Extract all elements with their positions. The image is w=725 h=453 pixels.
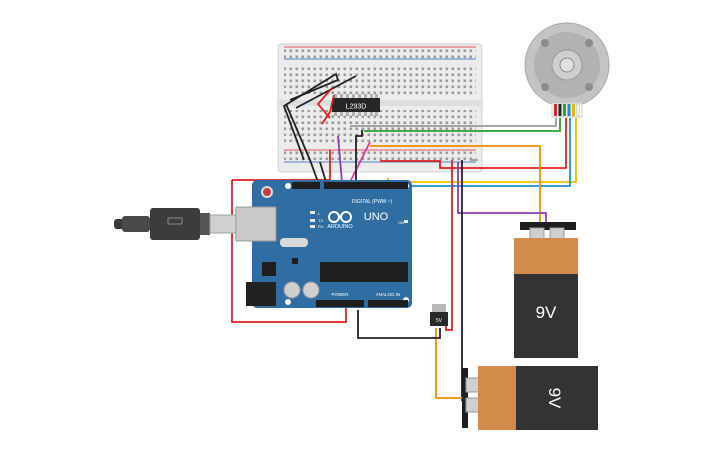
- l293d-chip[interactable]: L293D: [332, 94, 380, 116]
- wire-black-gnd: [357, 310, 441, 339]
- reset-button[interactable]: [261, 186, 273, 198]
- tx-label: TX: [318, 218, 323, 223]
- motor-screw-icon: [585, 83, 593, 91]
- wire-green: [364, 118, 561, 132]
- dc-motor[interactable]: [524, 22, 610, 118]
- wire-gray: [350, 118, 557, 127]
- motor-pin-wire: [571, 103, 576, 117]
- analog-label: ANALOG IN: [376, 292, 401, 297]
- arduino-brand: ARDUINO: [327, 224, 353, 230]
- breadboard: [277, 43, 483, 173]
- motor-screw-icon: [585, 39, 593, 47]
- usb-cable: [114, 208, 255, 240]
- power-label: POWER: [331, 292, 349, 297]
- wire-black-3: [285, 103, 319, 183]
- motor-pin-wire: [553, 103, 558, 117]
- wire-orange-reg: [435, 328, 466, 399]
- on-label: ON: [398, 220, 404, 225]
- battery-9v-top[interactable]: 9V: [514, 222, 578, 358]
- usb-icon: [167, 217, 183, 225]
- wire-red-power: [231, 180, 347, 323]
- wire-black-1: [282, 72, 340, 161]
- wire-orange: [370, 145, 541, 226]
- wire-black-sig: [355, 130, 363, 182]
- wire-red-2: [316, 87, 333, 119]
- wire-purple: [457, 162, 547, 226]
- motor-screw-icon: [541, 39, 549, 47]
- regulator-label: 5V: [436, 318, 443, 324]
- wire-black-4: [319, 161, 327, 183]
- digital-label: DIGITAL (PWM ~): [352, 199, 392, 205]
- arduino-uno[interactable]: DIGITAL (PWM ~) ARDUINO UNO TX RX L ON P…: [235, 180, 412, 308]
- motor-pin-wire: [576, 103, 580, 117]
- arduino-model: UNO: [364, 211, 389, 223]
- motor-pin-wire: [567, 103, 571, 117]
- wire-red-1: [321, 94, 335, 125]
- battery-bottom-label: 9V: [545, 388, 564, 409]
- battery-top-label: 9V: [536, 303, 557, 322]
- arduino-infinity-icon: [328, 211, 352, 223]
- motor-pin-wire: [562, 103, 567, 117]
- wire-pink-sig: [349, 141, 371, 183]
- rx-label: RX: [318, 224, 324, 229]
- wire-black-2: [295, 75, 357, 109]
- chip-label: L293D: [346, 104, 367, 111]
- wire-blue-motor: [400, 118, 571, 187]
- battery-9v-bottom[interactable]: 9V: [462, 366, 598, 430]
- wire-purple-sig: [337, 135, 343, 183]
- l-label: L: [318, 211, 321, 216]
- voltage-regulator[interactable]: 5V: [430, 304, 448, 326]
- motor-screw-icon: [541, 83, 549, 91]
- motor-pin-wire: [558, 103, 562, 117]
- wire-red-motor: [380, 118, 567, 169]
- wire-black-batt: [461, 160, 466, 401]
